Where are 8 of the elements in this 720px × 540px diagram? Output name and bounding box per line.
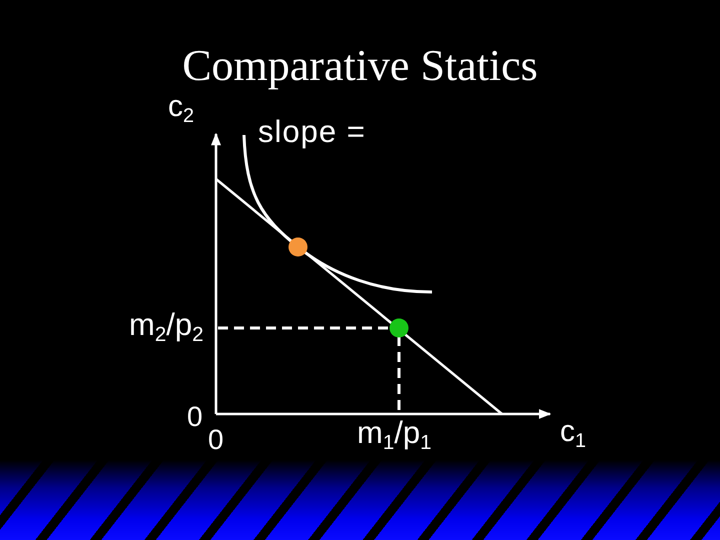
origin-label: 0 bbox=[187, 403, 203, 431]
axis-label: c$_{2}$ bbox=[168, 92, 194, 122]
axis-label: c$_{1}$ bbox=[560, 417, 586, 447]
axis-tick-label: m$_{1}$/p$_{1}$ bbox=[357, 417, 432, 448]
slide-title: Comparative Statics bbox=[182, 44, 538, 88]
axis-tick-label: m$_{2}$/p$_{2}$ bbox=[129, 309, 204, 340]
origin-label: 0 bbox=[208, 426, 224, 454]
slope-label: slope = bbox=[258, 116, 366, 147]
